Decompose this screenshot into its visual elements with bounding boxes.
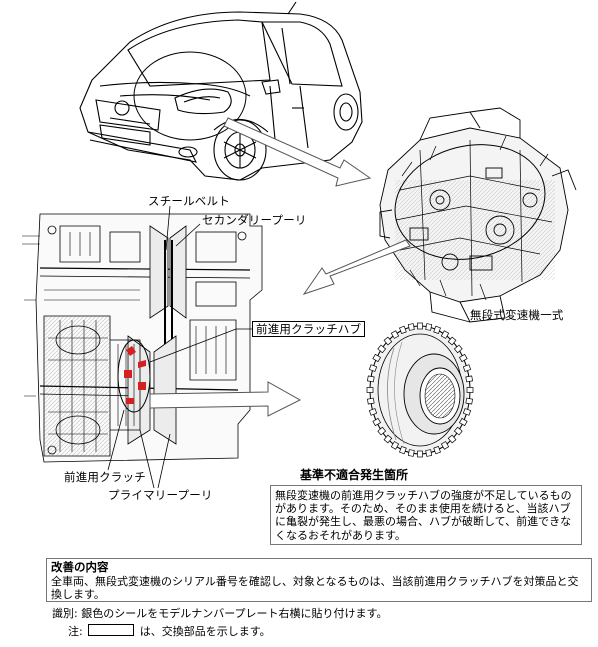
label-forward-clutch-hub: 前進用クラッチハブ bbox=[252, 321, 366, 337]
notice-title: 基準不適合発生箇所 bbox=[300, 468, 409, 482]
forward-clutch-hub-highlight bbox=[117, 339, 151, 413]
hub-tooth bbox=[417, 322, 423, 330]
hub-tooth bbox=[425, 323, 433, 331]
hub-tooth bbox=[433, 325, 441, 335]
hub-tooth bbox=[372, 417, 382, 427]
hub-tooth bbox=[366, 387, 374, 393]
hub-tooth bbox=[367, 397, 375, 405]
hub-tooth bbox=[466, 387, 474, 393]
improvement-body: 全車両、無段式変速機のシリアル番号を確認し、対象となるものは、当該前進用クラッチ… bbox=[51, 574, 579, 602]
identification-line: 識別: 銀色のシールをモデルナンバープレート右横に貼り付けます。 bbox=[52, 607, 388, 620]
leader-lines bbox=[107, 205, 252, 489]
label-forward-clutch: 前進用クラッチ bbox=[64, 470, 146, 484]
hub-tooth bbox=[383, 434, 393, 444]
hub-tooth bbox=[465, 375, 473, 383]
hub-tooth bbox=[447, 434, 457, 444]
hub-tooth bbox=[447, 336, 457, 346]
label-steel-belt: スチールベルト bbox=[148, 194, 230, 208]
notice-body: 無段変速機の前進用クラッチハブの強度が不足しているものがあります。そのため、その… bbox=[275, 489, 572, 542]
notice-box: 無段変速機の前進用クラッチハブの強度が不足しているものがあります。そのため、その… bbox=[270, 485, 582, 545]
clutch-hub-illustration bbox=[366, 322, 474, 458]
hub-tooth bbox=[368, 364, 378, 372]
hub-tooth bbox=[407, 449, 415, 457]
hub-tooth bbox=[440, 330, 450, 339]
hub-tooth bbox=[453, 426, 463, 436]
hub-tooth bbox=[440, 441, 450, 450]
arrow-cutaway-to-hub bbox=[149, 381, 302, 417]
hub-tooth bbox=[453, 344, 463, 354]
hub-tooth bbox=[368, 408, 378, 416]
hub-tooth bbox=[458, 417, 468, 427]
hub-tooth bbox=[377, 426, 387, 436]
hub-tooth bbox=[425, 449, 433, 457]
hub-tooth bbox=[399, 445, 407, 455]
clutch-shading bbox=[44, 316, 110, 456]
hub-tooth bbox=[465, 397, 473, 405]
note-line: 注: は、交換部品を示します。 bbox=[68, 624, 271, 639]
note-prefix: 注: bbox=[68, 625, 83, 638]
arrow-car-to-cvt bbox=[223, 117, 372, 187]
replacement-part-sample-box bbox=[88, 624, 135, 636]
label-primary-pulley: プライマリープーリ bbox=[108, 488, 213, 502]
car-illustration bbox=[79, 1, 363, 181]
hub-tooth bbox=[383, 336, 393, 346]
label-secondary-pulley: セカンダリープーリ bbox=[202, 213, 307, 227]
label-cvt-assembly: 無段式変速機一式 bbox=[470, 308, 564, 322]
arrow-cvt-to-cutaway bbox=[302, 239, 411, 295]
hub-tooth bbox=[390, 441, 400, 450]
cvt-shading bbox=[395, 180, 555, 280]
hub-tooth bbox=[417, 450, 423, 458]
hub-tooth bbox=[458, 353, 468, 363]
hub-tooth bbox=[377, 344, 387, 354]
hub-tooth bbox=[462, 408, 472, 416]
hub-tooth bbox=[390, 330, 400, 339]
improvement-title: 改善の内容 bbox=[51, 560, 109, 574]
car-highlight-oval bbox=[133, 51, 247, 141]
hub-tooth bbox=[367, 375, 375, 383]
improvement-box: 改善の内容 全車両、無段式変速機のシリアル番号を確認し、対象となるものは、当該前… bbox=[46, 558, 592, 602]
hub-tooth bbox=[462, 364, 472, 372]
hub-tooth bbox=[372, 353, 382, 363]
cvt-highlight-oval bbox=[394, 144, 546, 260]
hub-tooth bbox=[407, 323, 415, 331]
hub-tooth bbox=[399, 325, 407, 335]
hub-tooth bbox=[433, 445, 441, 455]
note-suffix: は、交換部品を示します。 bbox=[139, 625, 271, 638]
